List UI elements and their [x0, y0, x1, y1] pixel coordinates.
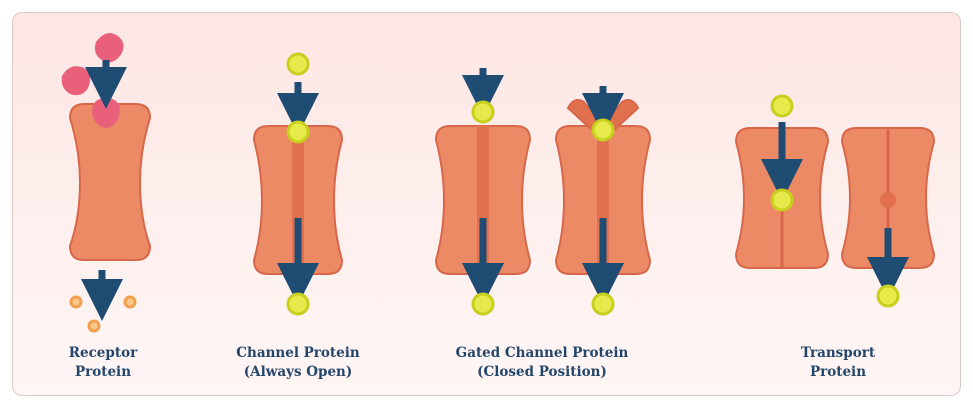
- ion: [772, 96, 792, 116]
- caption-line: Gated Channel Protein: [442, 344, 642, 363]
- ion: [473, 102, 493, 122]
- receptor-body: [70, 104, 150, 260]
- ion: [593, 120, 613, 140]
- caption-line: Transport: [738, 344, 938, 363]
- ion: [593, 294, 613, 314]
- caption-line: (Closed Position): [442, 363, 642, 382]
- ion: [772, 190, 792, 210]
- caption-line: Protein: [3, 363, 203, 382]
- receptor-protein: [70, 104, 150, 260]
- caption-line: (Always Open): [198, 363, 398, 382]
- caption-line: Channel Protein: [198, 344, 398, 363]
- binding-site: [880, 192, 896, 208]
- signal-molecule: [62, 66, 91, 95]
- ion: [288, 54, 308, 74]
- ion: [288, 122, 308, 142]
- response-products: [71, 297, 135, 331]
- caption-line: Protein: [738, 363, 938, 382]
- caption-transport-protein: Transport Protein: [738, 344, 938, 382]
- signal-molecule: [95, 33, 124, 62]
- ion: [473, 294, 493, 314]
- caption-receptor-protein: Receptor Protein: [3, 344, 203, 382]
- ion: [288, 294, 308, 314]
- ion: [878, 286, 898, 306]
- caption-channel-protein: Channel Protein (Always Open): [198, 344, 398, 382]
- caption-gated-channel-protein: Gated Channel Protein (Closed Position): [442, 344, 642, 382]
- caption-line: Receptor: [3, 344, 203, 363]
